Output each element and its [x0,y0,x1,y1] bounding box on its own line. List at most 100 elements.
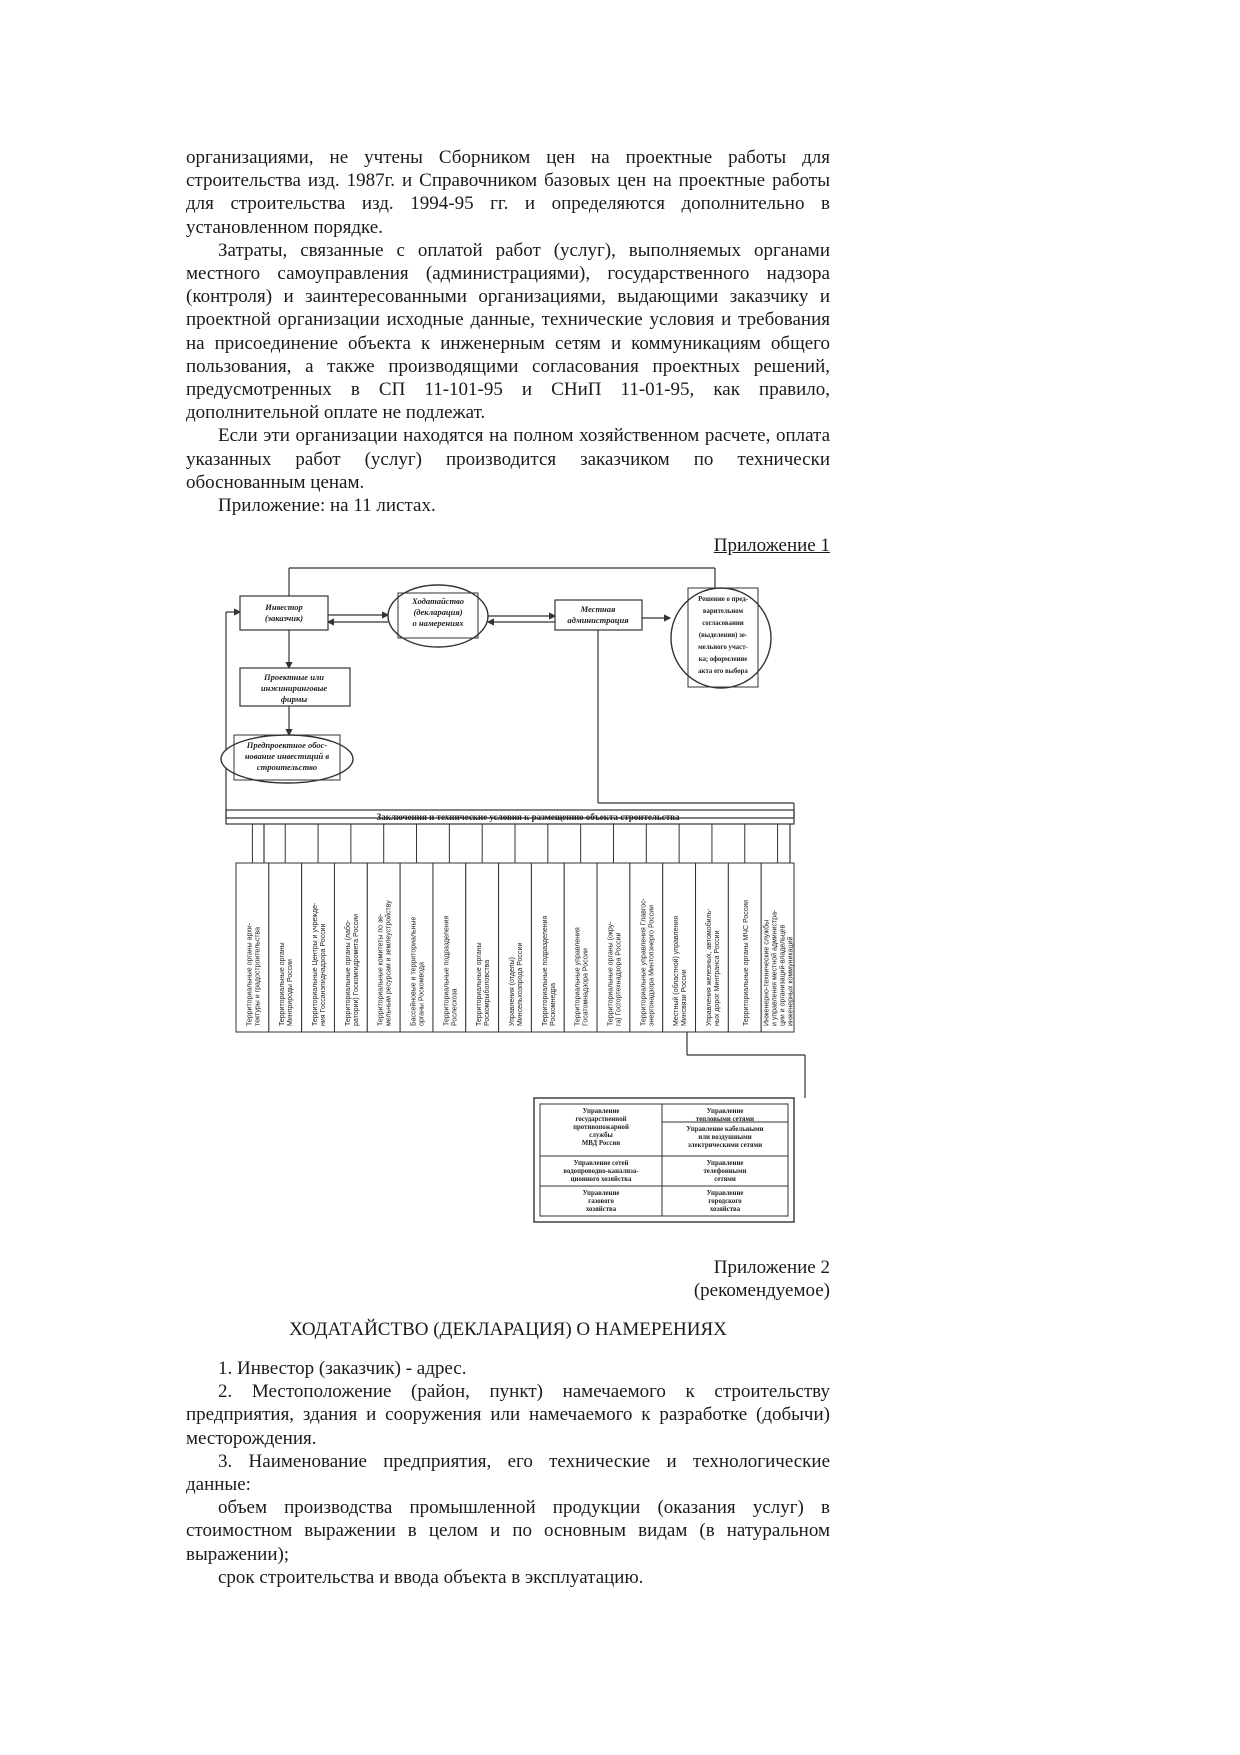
authority-column-label: Территориальные подразделения [443,915,450,1026]
paragraph-4: Приложение: на 11 листах. [218,495,436,517]
authority-column-label: инженерных коммуникаций [787,937,795,1026]
authority-column-label: Минсвязи России [681,969,688,1026]
paragraph-3: Если эти организации находятся на полном… [186,425,830,493]
decision-circle: Решение о пред- варительном согласовании… [670,587,772,689]
paragraph-1: организациями, не учтены Сборником цен н… [186,147,830,238]
item-1: 1. Инвестор (заказчик) - адрес. [218,1358,467,1379]
decision-line-5: мельного участ- [698,644,748,651]
authority-column-box [235,862,270,1033]
utilities-table-cell: тепловыми сетями [696,1116,754,1123]
utilities-table-cell: хозяйства [710,1206,741,1213]
authority-column-box [268,862,303,1033]
authority-column-label: Рослесхоза [451,988,458,1026]
authority-column-label: Местный (областной) управления [672,916,680,1026]
document-top-text: организациями, не учтены Сборником цен н… [186,146,830,557]
utilities-table-cell: электрическими сетями [688,1142,762,1149]
utilities-table-cell: сетями [714,1176,736,1183]
item-3: 3. Наименование предприятия, его техниче… [186,1450,830,1496]
authority-column-label: и управления местной администра- [771,909,779,1026]
authority-column-box [366,862,401,1033]
design-line-2: инжиниринговые [261,683,327,693]
document-bottom-text: Приложение 2 (рекомендуемое) ХОДАТАЙСТВО… [186,1256,830,1589]
item-5: срок строительства и ввода объекта в экс… [218,1566,644,1588]
authority-column-label: Управления (отделы) [509,957,516,1026]
authority-column-label: Территориальные органы МЧС России [743,900,750,1026]
authority-column-box [563,862,598,1033]
utilities-table-cell: телефонными [703,1168,746,1175]
utilities-table-cell: службы [589,1132,613,1139]
utilities-table-cell: водопроводно-канализа- [563,1168,639,1175]
utilities-table-cell: государственной [575,1116,626,1123]
utilities-table-cell: МВД России [582,1140,620,1147]
authority-column-label: ния Госсанэпиднадзора России [320,923,327,1026]
decision-line-4: (выделении) зе- [699,632,748,639]
utilities-table-cell: или воздушными [698,1134,751,1141]
decision-line-6: ка; оформление [699,656,748,663]
decision-line-3: согласовании [702,620,744,627]
utilities-table-cell: Управление [707,1108,744,1115]
authority-column-box [727,862,762,1033]
authority-column-label: Минсельхозпрода России [517,943,524,1026]
item-4: объем производства промышленной продукци… [186,1497,830,1565]
item-2: 2. Местоположение (район, пункт) намечае… [186,1381,830,1449]
utilities-table-cell: Управление [707,1190,744,1197]
utilities-table-cell: ционного хозяйства [571,1176,632,1183]
decision-line-2: варительном [703,608,744,615]
authority-column-box [465,862,500,1033]
paragraph-2: Затраты, связанные с оплатой работ (услу… [186,239,830,424]
authority-column-box [662,862,697,1033]
utilities-table-cell: Управление сетей [574,1160,629,1167]
authority-column-label: Территориальные Центры и учрежде- [312,902,319,1026]
authority-column-label: Минприроды России [287,959,294,1026]
authority-column-label: Инженерно-технические службы [763,920,771,1026]
admin-line-2: администрация [567,615,629,625]
petition-line-3: о намерениях [412,618,464,628]
utilities-table-cell: хозяйства [586,1206,617,1213]
authority-column-label: Территориальные подразделения [542,915,549,1026]
authority-column-label: Территориальные управления Главгос- [640,897,647,1026]
appendix-1-label: Приложение 1 [713,535,830,557]
utilities-table-cell: противопожарной [573,1124,629,1131]
preproject-ellipse: Предпроектное обос- нование инвестиций в… [220,734,354,784]
petition-ellipse: Ходатайство (декларация) о намерениях [387,584,489,648]
authority-column-label: га) Госгортехнадзора России [615,933,622,1026]
authority-column-label: Территориальные комитеты по зе- [378,913,385,1026]
utilities-table-cell: Управление [707,1160,744,1167]
conclusions-bar-label: Заключения и технические условия к разме… [377,812,680,822]
authority-column-label: ратории) Госкомгидромета России [353,914,360,1026]
authority-column-box [760,862,795,1033]
diagram-svg: Инвестор (заказчик) Ходатайство (деклара… [220,567,806,1223]
appendix-2-sub: (рекомендуемое) [693,1280,830,1301]
authority-column-label: Территориальные органы [476,942,483,1026]
authority-column-label: ных дорог Минтранса России [714,930,721,1026]
petition-line-1: Ходатайство [411,596,464,606]
authority-column-box [399,862,434,1033]
authority-column-label: Территориальные органы архи- [246,922,253,1026]
authority-column-label: Территориальные органы [279,942,286,1026]
authority-column-box [629,862,664,1033]
authority-columns: Территориальные органы архи-тектуры и гр… [235,824,795,1033]
preproject-line-2: нование инвестиций в [245,751,330,761]
authority-column-box [530,862,565,1033]
design-line-3: фирмы [281,694,307,704]
utilities-table: Управлениегосударственнойпротивопожарной… [533,1097,795,1223]
preproject-line-1: Предпроектное обос- [246,740,328,750]
organization-flow-diagram: Инвестор (заказчик) Ходатайство (деклара… [216,558,840,1234]
admin-line-1: Местная [580,604,616,614]
authority-column-label: Территориальные органы (окру- [607,921,614,1026]
preproject-line-3: строительство [257,762,317,772]
utilities-table-cell: Управление [583,1190,620,1197]
investor-line-1: Инвестор [264,602,302,612]
utilities-table-cell: городского [708,1198,742,1205]
authority-column-label: Территориальные управления [575,927,582,1026]
authority-column-label: Госатомнадзора России [583,948,590,1026]
decision-line-7: акта его выбора [698,668,748,675]
section-heading: ХОДАТАЙСТВО (ДЕКЛАРАЦИЯ) О НАМЕРЕНИЯХ [289,1319,727,1340]
authority-column-box [301,862,335,1033]
utilities-table-cell: Управление [583,1108,620,1115]
authority-column-label: ции и организаций-владельцев [779,924,787,1026]
authority-column-label: энергонадзора Минтопэнерго России [648,905,655,1026]
authority-column-box [596,862,631,1033]
appendix-2-label: Приложение 2 [713,1257,830,1278]
authority-column-label: органы Роскомвода [419,962,426,1026]
